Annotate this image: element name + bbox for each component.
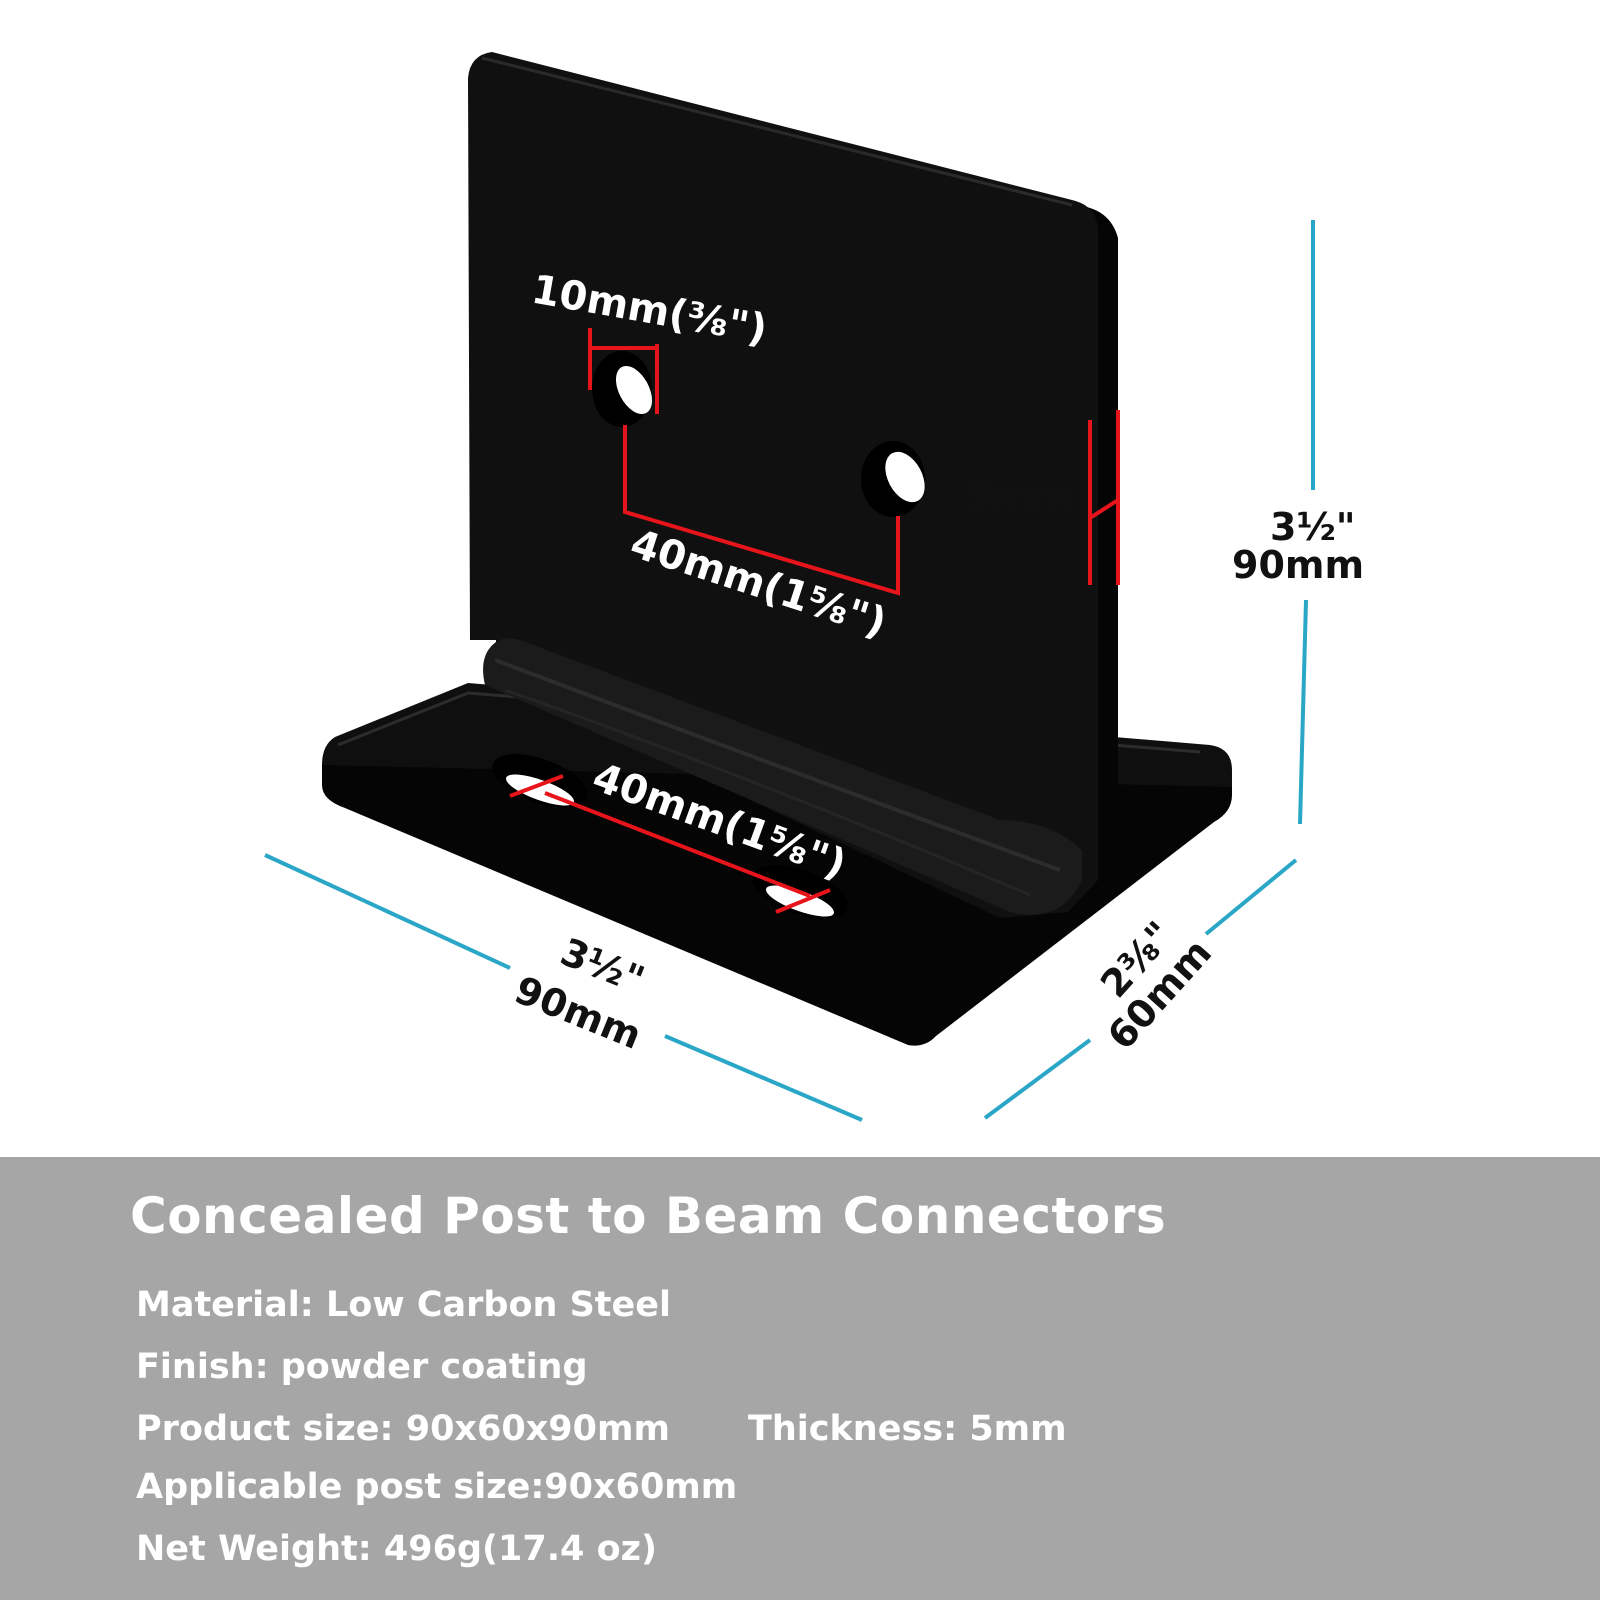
spec-finish: Finish: powder coating: [136, 1347, 588, 1387]
upper-hole-left: [592, 351, 653, 427]
red-dimension-lines: [509, 328, 1120, 914]
spec-material: Material: Low Carbon Steel: [136, 1285, 672, 1325]
spec-thickness: Thickness: 5mm: [748, 1409, 1067, 1449]
height-imperial-label: 3½": [1270, 505, 1356, 549]
spec-net-weight: Net Weight: 496g(17.4 oz): [136, 1529, 657, 1569]
product-title: Concealed Post to Beam Connectors: [130, 1187, 1167, 1245]
product-dimension-diagram: 10mm(⅜") 40mm(1⅝") 5mm 3½" 90mm 40mm(1⅝"…: [264, 52, 1364, 1122]
spec-applicable-post-size: Applicable post size:90x60mm: [136, 1467, 738, 1507]
spec-product-size: Product size: 90x60x90mm: [136, 1409, 670, 1449]
product-info-panel: Concealed Post to Beam Connectors Materi…: [0, 1157, 1600, 1600]
plate-thickness-label: 5mm: [966, 473, 1072, 517]
height-metric-label: 90mm: [1232, 543, 1364, 587]
upper-hole-right: [861, 441, 925, 517]
weld-bead: [483, 638, 1082, 915]
blue-dimension-lines: [264, 220, 1315, 1122]
